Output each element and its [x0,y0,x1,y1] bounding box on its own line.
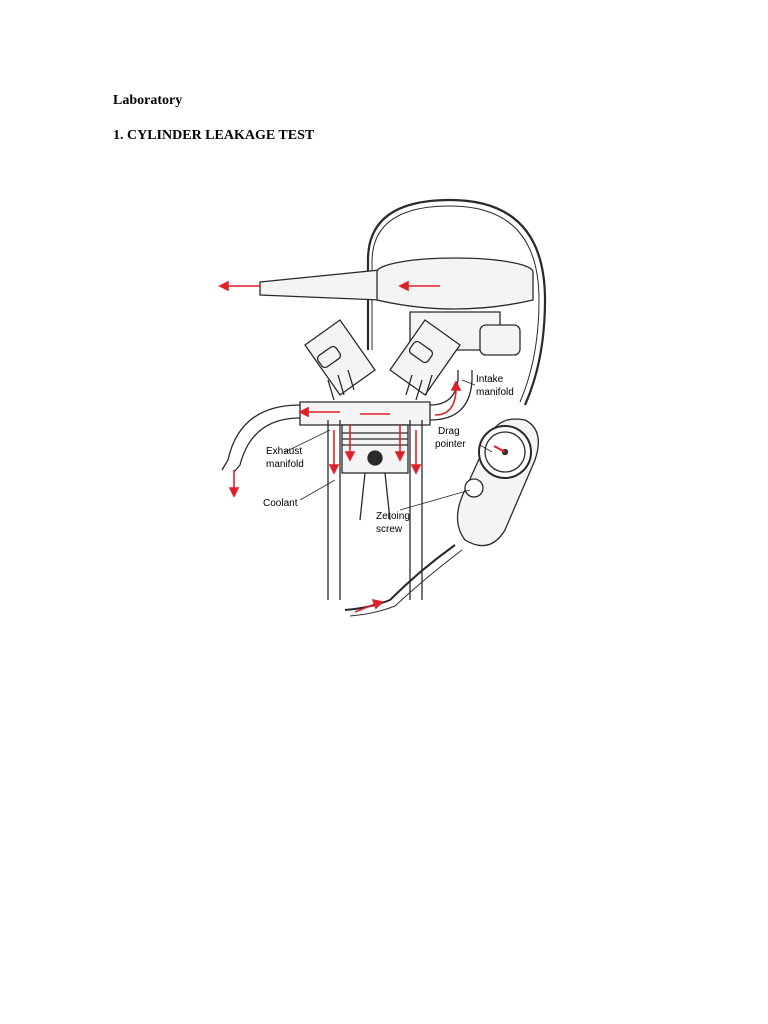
piston [341,424,409,474]
right-rocker-cover [389,319,461,396]
coolant-label: Coolant [263,498,298,509]
zeroing-label-1: Zeroing [376,511,410,522]
exhaust-pipe [221,404,301,473]
zeroing-screw-knob [464,478,484,498]
intake-label-1: Intake [476,374,504,385]
intake-label-2: manifold [476,387,514,398]
exhaust-label-1: Exhaust [266,446,302,457]
lab-heading: Laboratory [113,93,183,108]
cylinder-leakage-diagram: Intake manifold Drag pointer Exhaust man… [200,190,560,630]
airflow-arrows [218,280,506,613]
section-heading: 1. CYLINDER LEAKAGE TEST [113,128,315,143]
drag-label-1: Drag [438,426,460,437]
zeroing-label-2: screw [376,524,403,535]
air-cleaner-snorkel [259,269,381,301]
engine-illustration: Intake manifold Drag pointer Exhaust man… [218,198,547,617]
supply-hose [344,544,456,611]
drag-label-2: pointer [435,439,466,450]
cylinder-wall-left [327,420,341,600]
tester-hose [366,198,547,406]
intake-pipe [429,370,473,421]
exhaust-label-2: manifold [266,459,304,470]
